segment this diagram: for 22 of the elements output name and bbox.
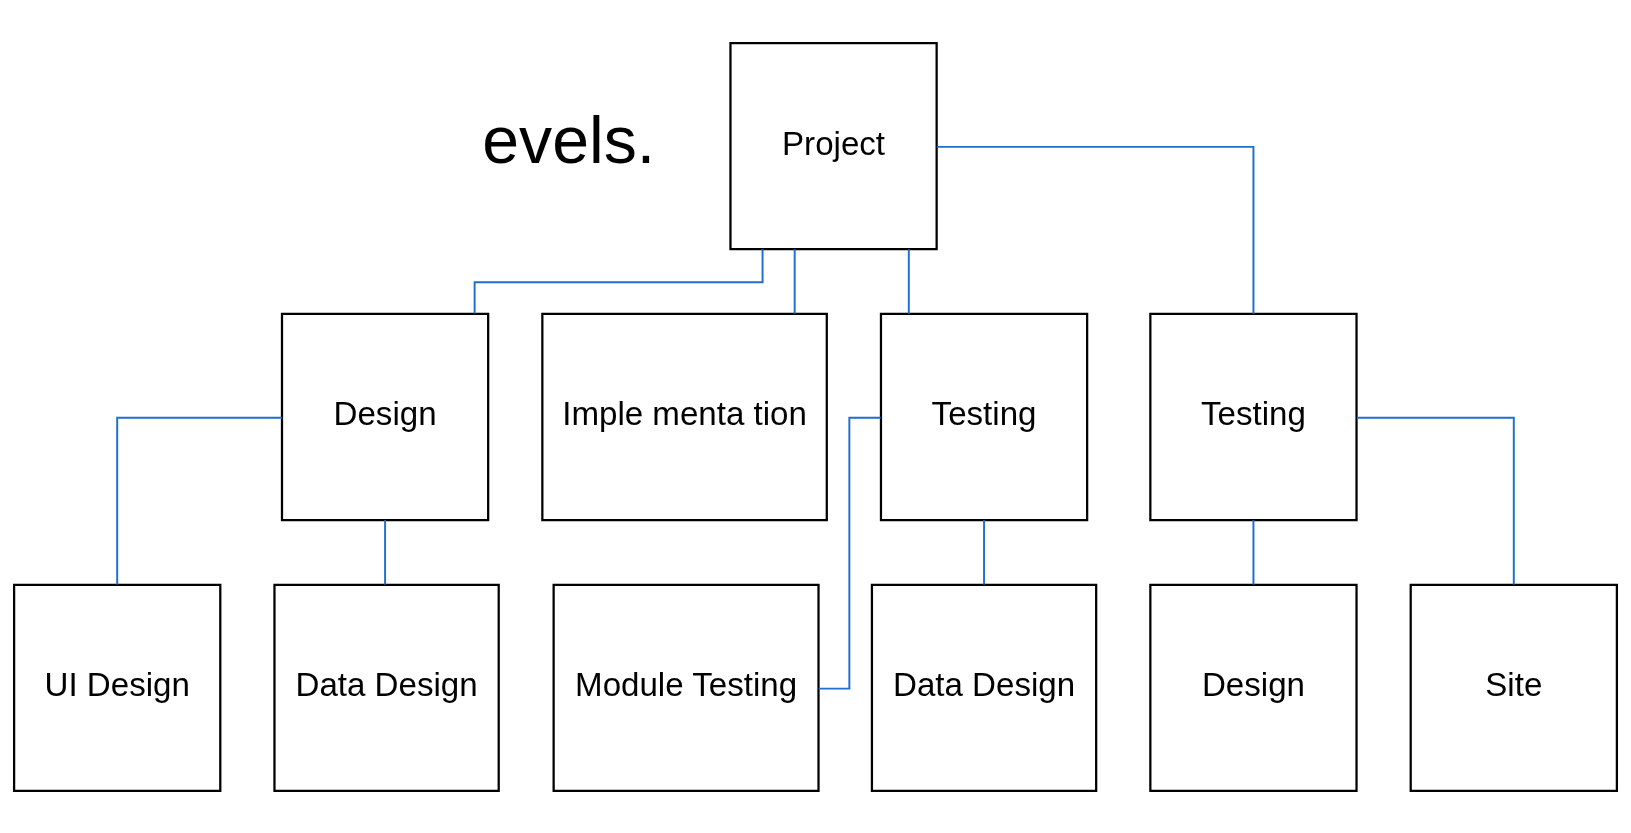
node-box: Module Testing [552, 583, 820, 792]
connector [1252, 518, 1255, 586]
node-box: Data Design [273, 583, 500, 792]
node-box: UI Design [13, 583, 222, 792]
connector [384, 518, 387, 586]
node-box: Project [729, 41, 938, 250]
connector [983, 518, 986, 586]
connector [907, 247, 910, 315]
connector [793, 247, 796, 315]
node-box: Testing [1149, 312, 1358, 521]
connector [1356, 416, 1515, 586]
node-box: Design [280, 312, 490, 521]
connector [817, 416, 882, 690]
node-box: Imple menta tion [541, 312, 828, 521]
label: evels. [482, 102, 656, 177]
connector [116, 416, 283, 586]
node-box: Site [1409, 583, 1619, 792]
node-box: Design [1149, 583, 1358, 792]
connector [473, 247, 764, 315]
node-box: Data Design [870, 583, 1098, 792]
connector [935, 145, 1255, 315]
node-box: Testing [879, 312, 1089, 521]
